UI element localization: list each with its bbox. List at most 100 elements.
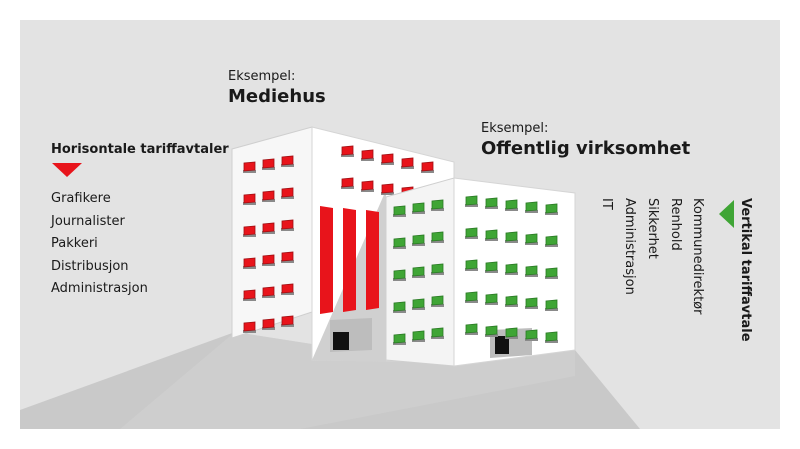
window [525,233,538,244]
window-sill [361,158,374,161]
window [243,225,256,236]
window-sill [485,270,498,273]
window [361,149,374,160]
window [412,330,425,341]
list-item: IT [599,198,614,210]
window-sill [381,162,394,165]
window [465,323,478,334]
window-sill [525,242,538,245]
window [431,199,444,210]
window [505,231,518,242]
window [485,197,498,208]
window [525,329,538,340]
window [262,158,275,169]
window [401,157,414,168]
window-sill [281,164,294,167]
window-sill [421,170,434,173]
window-sill [545,212,558,215]
window-sill [465,300,478,303]
window [505,199,518,210]
window [262,318,275,329]
window-sill [485,238,498,241]
window-sill [281,292,294,295]
window [381,183,394,194]
window-sill [262,167,275,170]
horizontal-agreements-heading: Horisontale tariffavtaler [51,142,229,157]
window-sill [505,208,518,211]
red-pillar [366,210,379,310]
list-item: Renhold [668,198,683,251]
window-sill [243,330,256,333]
window [505,263,518,274]
window [361,180,374,191]
window [262,190,275,201]
window-sill [505,240,518,243]
window-sill [545,340,558,343]
list-item: Sikkerhet [645,198,660,259]
triangle-left-icon [719,200,734,228]
window-sill [505,304,518,307]
window-sill [412,307,425,310]
window-sill [525,274,538,277]
public-building-title: Offentlig virksomhet [481,138,691,159]
window-sill [465,204,478,207]
list-item: Grafikere [51,191,111,206]
window [485,229,498,240]
window-sill [262,327,275,330]
window-sill [393,342,406,345]
list-item: Pakkeri [51,236,98,251]
list-item: Administrasjon [622,198,637,295]
window-sill [505,272,518,275]
window-sill [525,306,538,309]
list-item: Administrasjon [51,281,148,296]
window-sill [262,231,275,234]
window-sill [412,243,425,246]
window [341,145,354,156]
window [281,251,294,262]
list-item: Kommunedirektør [690,198,705,315]
window [465,259,478,270]
list-item: Distribusjon [51,258,129,274]
public-door [495,336,509,354]
window [243,193,256,204]
window-sill [393,278,406,281]
window-sill [281,228,294,231]
media-door [333,332,349,350]
window-sill [412,339,425,342]
window-sill [431,304,444,307]
window-sill [525,338,538,341]
window [262,286,275,297]
media-example-label: Eksempel: [228,69,296,84]
list-item: Journalister [51,213,125,229]
ground-shadow-soft [120,332,575,429]
window-sill [341,186,354,189]
window-sill [341,154,354,157]
window [505,327,518,338]
window-sill [262,295,275,298]
window [412,202,425,213]
red-pillar [320,206,333,314]
window-sill [281,196,294,199]
window [281,283,294,294]
window-sill [431,336,444,339]
window [262,254,275,265]
window [485,261,498,272]
window-sill [545,244,558,247]
window [393,269,406,280]
window [393,237,406,248]
window [525,297,538,308]
window [393,301,406,312]
window-sill [545,308,558,311]
window-sill [243,170,256,173]
window-sill [361,189,374,192]
window-sill [485,334,498,337]
window [243,321,256,332]
window [243,161,256,172]
window-sill [485,302,498,305]
window-sill [465,268,478,271]
window [243,289,256,300]
triangle-down-icon [52,163,82,177]
window-sill [431,208,444,211]
window-sill [393,246,406,249]
